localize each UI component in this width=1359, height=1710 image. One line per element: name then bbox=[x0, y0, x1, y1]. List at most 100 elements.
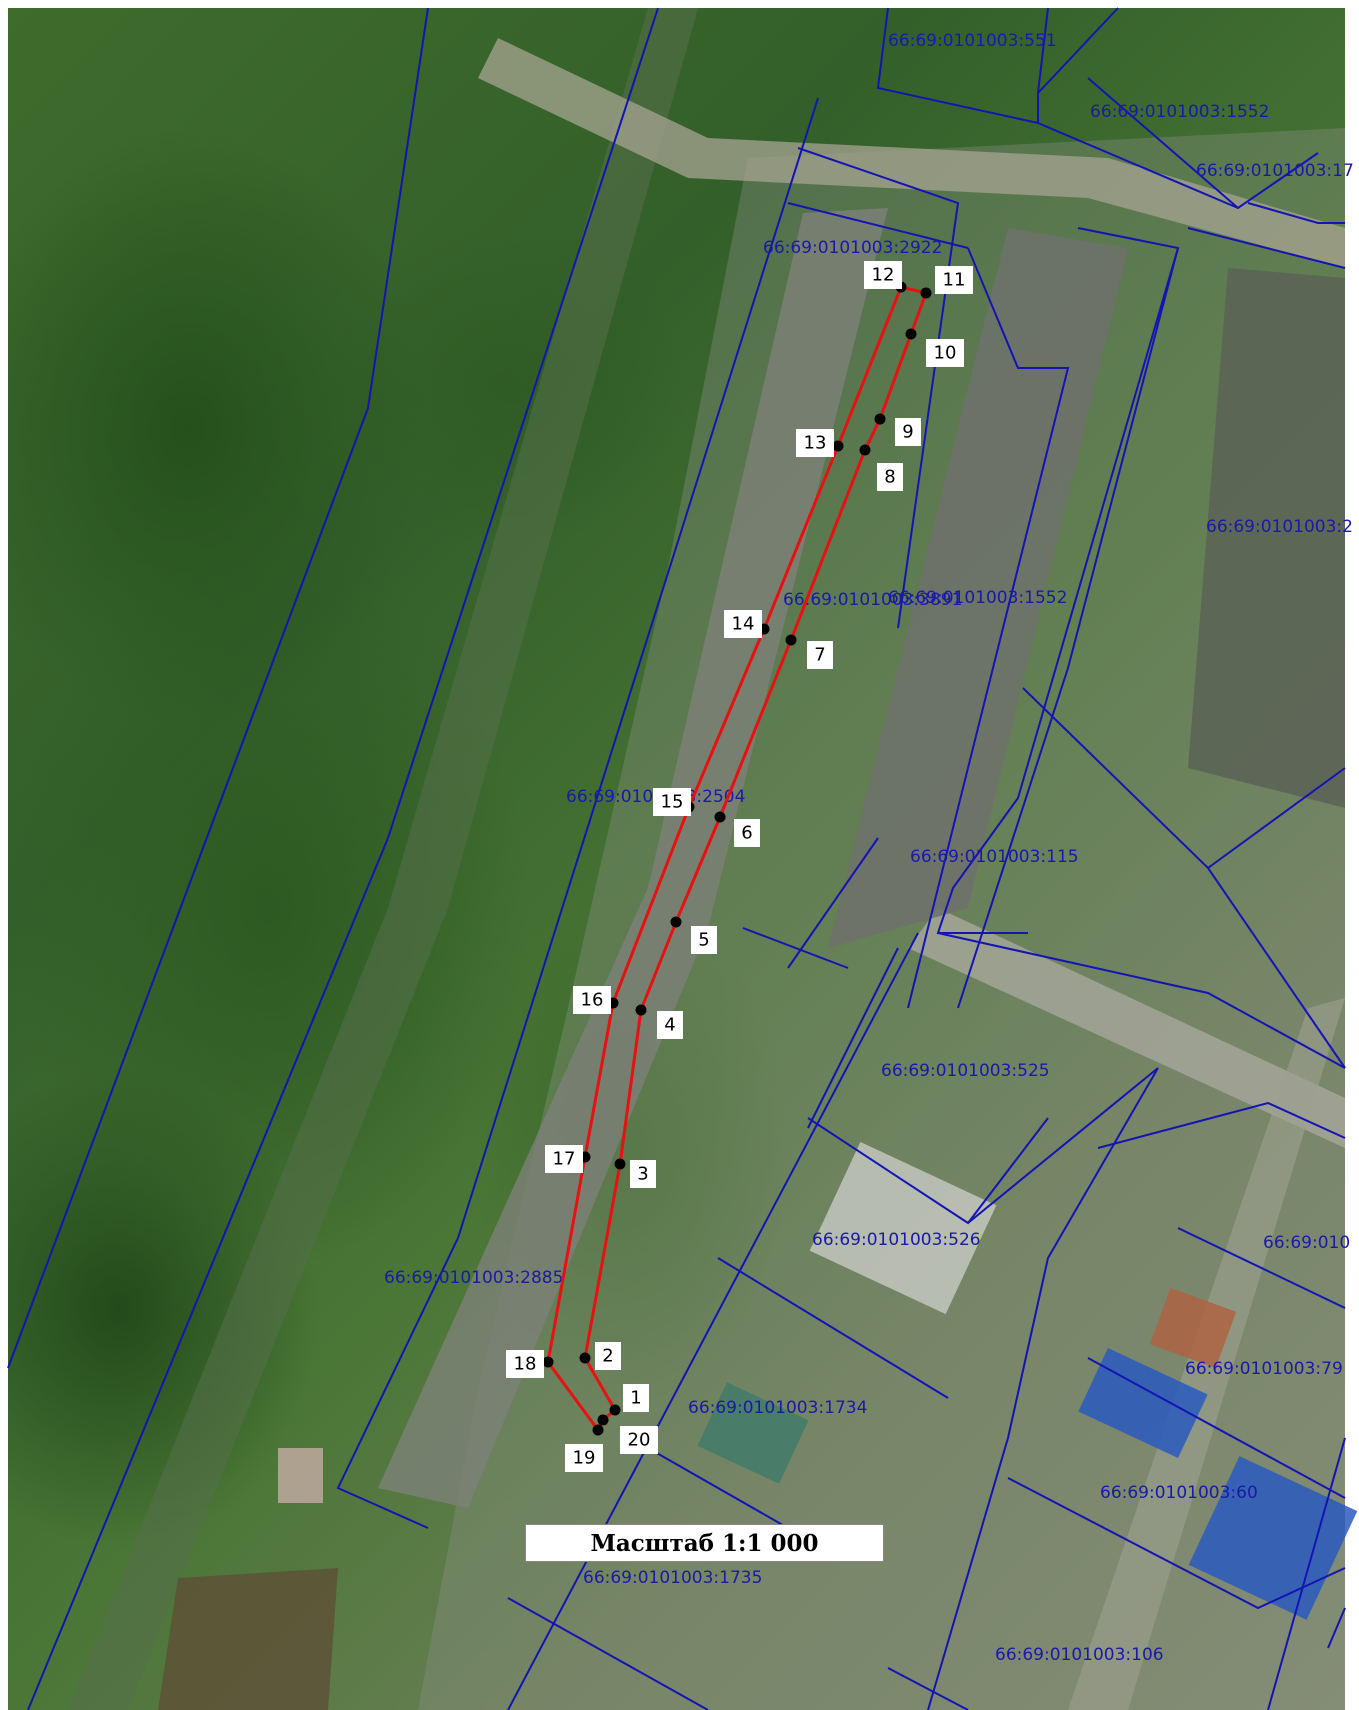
parcel-line bbox=[887, 1667, 969, 1710]
vertex-label-2: 2 bbox=[595, 1342, 621, 1370]
parcel-line bbox=[807, 947, 899, 1129]
parcel-boundaries bbox=[7, 7, 1346, 1710]
svg-text:2: 2 bbox=[602, 1346, 613, 1367]
vertex-point-19[interactable] bbox=[592, 1424, 604, 1436]
parcel-label-layer: 66:69:0101003:551 66:69:0101003:1552 66:… bbox=[384, 31, 1354, 1665]
svg-text:20: 20 bbox=[628, 1430, 651, 1451]
street-north bbox=[478, 38, 1345, 268]
vertex-label-16: 16 bbox=[573, 986, 611, 1014]
vertex-point-5[interactable] bbox=[670, 916, 682, 928]
svg-text:7: 7 bbox=[814, 645, 825, 666]
parcel-number: 66:69:0101003:526 bbox=[812, 1230, 981, 1250]
svg-text:12: 12 bbox=[872, 265, 895, 286]
vertex-label-7: 7 bbox=[807, 641, 833, 669]
rail-corridor bbox=[68, 8, 698, 1710]
parcel-line bbox=[967, 1067, 1159, 1224]
svg-text:15: 15 bbox=[661, 792, 684, 813]
parcel-line bbox=[907, 247, 1070, 1009]
garage-row-west bbox=[378, 208, 888, 1508]
svg-text:17: 17 bbox=[553, 1149, 576, 1170]
parcel-number: 66:69:0101003:1734 bbox=[688, 1398, 867, 1418]
parcel-line bbox=[797, 147, 960, 629]
parcel-line bbox=[1037, 122, 1239, 209]
street-east bbox=[908, 908, 1345, 1148]
svg-text:18: 18 bbox=[514, 1354, 537, 1375]
building-ne bbox=[1188, 268, 1345, 808]
parcel-line bbox=[787, 202, 969, 249]
vertex-label-9: 9 bbox=[895, 418, 921, 446]
vertex-point-11[interactable] bbox=[920, 287, 932, 299]
parcel-line bbox=[742, 927, 849, 969]
scale-label: Масштаб 1:1 000 bbox=[525, 1524, 884, 1562]
svg-text:16: 16 bbox=[581, 990, 604, 1011]
parcel-line bbox=[647, 1447, 789, 1529]
vertex-label-12: 12 bbox=[864, 261, 902, 289]
vertex-point-18[interactable] bbox=[542, 1356, 554, 1368]
vertex-label-3: 3 bbox=[630, 1160, 656, 1188]
parcel-line bbox=[1097, 1101, 1346, 1149]
parcel-line bbox=[1007, 1477, 1346, 1610]
vertex-point-3[interactable] bbox=[614, 1158, 626, 1170]
vertex-point-9[interactable] bbox=[874, 413, 886, 425]
vertex-label-8: 8 bbox=[877, 463, 903, 491]
vertex-label-4: 4 bbox=[657, 1011, 683, 1039]
garage-row-east bbox=[828, 228, 1128, 948]
vertex-point-2[interactable] bbox=[579, 1352, 591, 1364]
svg-text:8: 8 bbox=[884, 467, 895, 488]
parcel-line bbox=[1087, 1357, 1346, 1499]
parcel-number: 66:69:0101003:525 bbox=[881, 1061, 1050, 1081]
parcel-number: 66:69:0101003:2922 bbox=[763, 238, 942, 258]
vertex-point-6[interactable] bbox=[714, 811, 726, 823]
vertex-label-13: 13 bbox=[796, 429, 834, 457]
vertex-point-13[interactable] bbox=[832, 440, 844, 452]
blue-roof-2 bbox=[1188, 1456, 1358, 1620]
svg-text:6: 6 bbox=[741, 823, 752, 844]
small-house bbox=[278, 1448, 323, 1503]
vertex-point-4[interactable] bbox=[635, 1004, 647, 1016]
vertex-label-1: 1 bbox=[623, 1384, 649, 1412]
parcel-line bbox=[937, 932, 1346, 1069]
parcel-line bbox=[7, 7, 429, 1369]
vertex-label-15: 15 bbox=[653, 788, 691, 816]
parcel-number: 66:69:0101003:2 bbox=[1206, 517, 1353, 537]
svg-text:9: 9 bbox=[902, 422, 913, 443]
parcel-line bbox=[1327, 1607, 1346, 1649]
vertex-point-10[interactable] bbox=[905, 328, 917, 340]
garden-plots bbox=[158, 1568, 338, 1710]
green-roof bbox=[697, 1382, 809, 1484]
parcel-line bbox=[1187, 227, 1346, 269]
parcel-number: 66:69:0101003:1735 bbox=[583, 1568, 762, 1588]
svg-text:4: 4 bbox=[664, 1015, 675, 1036]
parcel-line bbox=[717, 1257, 949, 1399]
house-526 bbox=[809, 1141, 997, 1315]
red-roof bbox=[1149, 1287, 1237, 1369]
vertex-point-8[interactable] bbox=[859, 444, 871, 456]
parcel-number: 66:69:0101003:106 bbox=[995, 1645, 1164, 1665]
vertex-label-20: 20 bbox=[620, 1426, 658, 1454]
vertex-label-10: 10 bbox=[926, 339, 964, 367]
parcel-number: 66:69:0101003:551 bbox=[888, 31, 1057, 51]
vertex-point-1[interactable] bbox=[609, 1404, 621, 1416]
vertex-label-11: 11 bbox=[935, 266, 973, 294]
satellite-map[interactable]: 66:69:0101003:551 66:69:0101003:1552 66:… bbox=[7, 7, 1358, 1710]
svg-text:1: 1 bbox=[630, 1388, 641, 1409]
vertex-point-20[interactable] bbox=[597, 1414, 609, 1426]
parcel-number: 66:69:0101003:1552 bbox=[1090, 102, 1269, 122]
svg-text:11: 11 bbox=[943, 270, 966, 291]
vertex-point-7[interactable] bbox=[785, 634, 797, 646]
vertex-label-layer: 1 2 3 4 5 6 7 8 9 10 11 12 13 14 15 16 1… bbox=[506, 261, 973, 1472]
parcel-number: 66:69:010 bbox=[1263, 1233, 1350, 1253]
svg-text:19: 19 bbox=[573, 1448, 596, 1469]
parcel-number: 66:69:0101003:1552 bbox=[888, 588, 1067, 608]
vertex-label-17: 17 bbox=[545, 1145, 583, 1173]
parcel-line bbox=[1037, 7, 1119, 94]
parcel-line bbox=[1207, 867, 1346, 1069]
svg-text:3: 3 bbox=[637, 1164, 648, 1185]
parcel-number: 66:69:0101003:60 bbox=[1100, 1483, 1258, 1503]
parcel-number: 66:69:0101003:17 bbox=[1196, 161, 1354, 181]
parcel-line bbox=[876, 7, 1049, 125]
parcel-line bbox=[1267, 1437, 1346, 1710]
parcel-line bbox=[27, 7, 659, 1710]
svg-text:5: 5 bbox=[698, 930, 709, 951]
vertex-label-18: 18 bbox=[506, 1350, 544, 1378]
